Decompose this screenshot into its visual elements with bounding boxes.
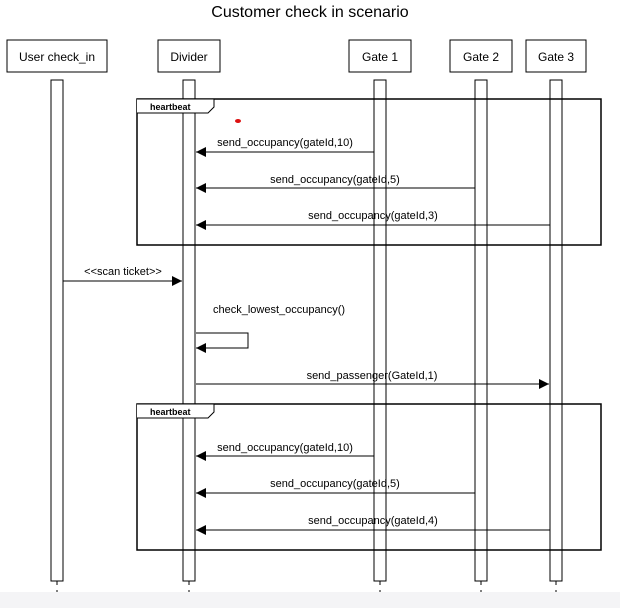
lifeline-user [50, 79, 64, 582]
lifeline-gate2 [474, 79, 488, 582]
diagram-title: Customer check in scenario [211, 4, 409, 21]
participant-divider: Divider [157, 39, 221, 73]
fragment-label: heartbeat [150, 102, 191, 112]
participant-gate1: Gate 1 [348, 39, 412, 73]
participant-label: User check_in [19, 50, 95, 64]
participant-label: Gate 2 [463, 50, 499, 64]
message-label: send_occupancy(gateId,10) [217, 137, 353, 149]
participant-gate2: Gate 2 [449, 39, 513, 73]
lifeline-gate1 [373, 79, 387, 582]
participant-label: Divider [170, 50, 207, 64]
message-occupancy-6: send_occupancy(gateId,4) [196, 515, 550, 535]
message-occupancy-4: send_occupancy(gateId,10) [196, 442, 374, 461]
participant-user: User check_in [6, 39, 108, 73]
message-label: send_occupancy(gateId,3) [308, 210, 438, 222]
participant-label: Gate 3 [538, 50, 574, 64]
fragment-heartbeat-1: heartbeat [136, 98, 602, 246]
message-occupancy-1: send_occupancy(gateId,10) [196, 137, 374, 157]
message-scan-ticket: <<scan ticket>> [63, 266, 182, 286]
message-send-passenger: send_passenger(GateId,1) [196, 370, 549, 389]
annotation-dot [235, 119, 241, 123]
fragment-heartbeat-2: heartbeat [136, 403, 602, 551]
message-check-lowest-occupancy: check_lowest_occupancy() [196, 304, 345, 353]
message-label: send_occupancy(gateId,4) [308, 515, 438, 527]
participant-gate3: Gate 3 [525, 39, 587, 73]
message-occupancy-3: send_occupancy(gateId,3) [196, 210, 550, 230]
message-label: send_passenger(GateId,1) [307, 370, 438, 382]
footer-strip [0, 592, 620, 608]
message-label: send_occupancy(gateId,5) [270, 174, 400, 186]
message-label: check_lowest_occupancy() [213, 304, 345, 316]
message-label: send_occupancy(gateId,5) [270, 478, 400, 490]
message-occupancy-2: send_occupancy(gateId,5) [196, 174, 475, 193]
message-label: send_occupancy(gateId,10) [217, 442, 353, 454]
lifeline-divider [182, 79, 196, 582]
message-occupancy-5: send_occupancy(gateId,5) [196, 478, 475, 498]
participant-label: Gate 1 [362, 50, 398, 64]
fragment-label: heartbeat [150, 407, 191, 417]
lifeline-gate3 [549, 79, 563, 582]
message-label: <<scan ticket>> [84, 266, 162, 278]
